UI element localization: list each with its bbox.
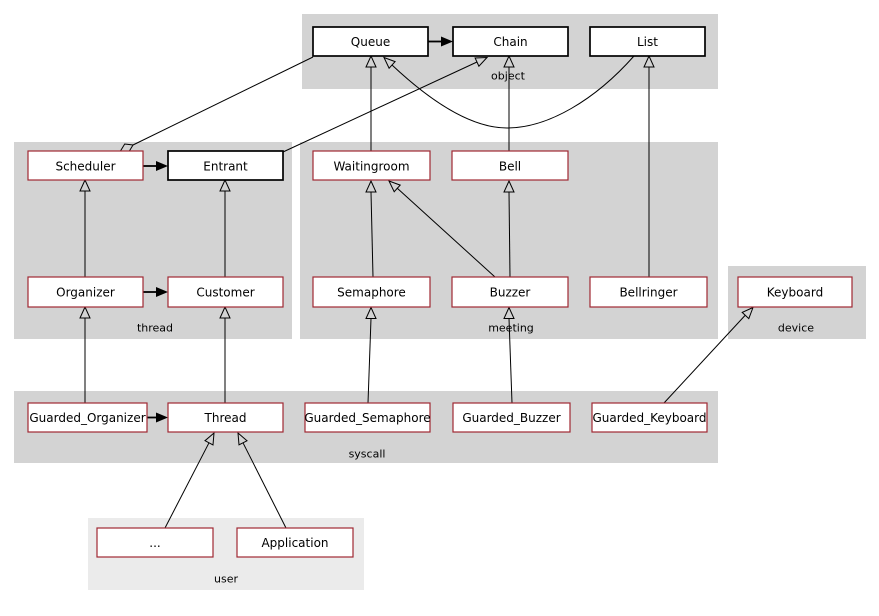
edge-semaphore-inherits-waitingroom [365,179,377,278]
edge-bell-inherits-chain [503,54,515,151]
edge-waitingroom-inherits-queue [365,54,377,151]
svg-text:Application: Application [261,536,328,550]
class-box-queue: Queue [312,26,429,57]
edge-guarded-buzzer-inherits-buzzer [503,306,515,404]
edge-buzzer-inherits-bell [503,179,515,278]
edge-customer-inherits-entrant [219,178,231,277]
class-box-buzzer: Buzzer [451,276,569,308]
class-box-bell: Bell [451,150,569,181]
edge-scheduler-aggregates-queue [119,56,314,153]
class-box-guarded-keyboard: Guarded_Keyboard [591,402,708,433]
class-box-list: List [589,26,706,57]
edge-ellipsis-inherits-thread [164,431,215,529]
edge-entrant-inherits-chain [282,56,489,153]
edge-organizer-inherits-scheduler [79,178,91,277]
class-box-keyboard: Keyboard [737,276,853,308]
class-box-application: Application [236,527,354,558]
class-box-thread: Thread [167,402,284,433]
edge-guarded-semaphore-inherits-semaphore [365,306,377,404]
svg-text:Scheduler: Scheduler [55,160,115,174]
class-box-ellipsis: ... [96,527,214,558]
group-label-object: object [491,70,526,83]
edge-buzzer-inherits-waitingroom [388,180,496,278]
class-box-guarded-organizer: Guarded_Organizer [27,402,148,433]
svg-text:Queue: Queue [351,35,390,49]
svg-text:Waitingroom: Waitingroom [333,160,409,174]
class-box-guarded-buzzer: Guarded_Buzzer [452,402,571,433]
edge-bellringer-inherits-list [643,54,655,277]
class-box-scheduler: Scheduler [27,150,144,181]
svg-text:Customer: Customer [196,286,254,300]
svg-text:Semaphore: Semaphore [337,286,406,300]
group-label-syscall: syscall [349,448,386,461]
svg-text:Keyboard: Keyboard [767,286,823,300]
class-box-entrant: Entrant [167,150,284,181]
edge-organizer-uses-customer [143,287,168,297]
group-label-device: device [778,322,814,335]
svg-text:Buzzer: Buzzer [490,286,531,300]
svg-text:Entrant: Entrant [203,160,248,174]
svg-text:Organizer: Organizer [56,286,115,300]
svg-text:Thread: Thread [204,411,247,425]
edge-thread-inherits-customer [219,305,231,403]
edge-guarded-organizer-uses-thread [147,412,168,423]
edge-guarded-organizer-inherits-organizer [79,305,91,403]
svg-text:...: ... [149,536,160,550]
class-box-chain: Chain [452,26,569,57]
svg-text:Guarded_Organizer: Guarded_Organizer [29,411,145,425]
group-label-thread: thread [137,322,173,335]
group-label-meeting: meeting [488,322,534,335]
class-box-bellringer: Bellringer [589,276,708,308]
class-box-semaphore: Semaphore [312,276,431,308]
svg-text:Guarded_Keyboard: Guarded_Keyboard [592,411,706,425]
class-box-organizer: Organizer [27,276,144,308]
class-box-guarded-semaphore: Guarded_Semaphore [304,402,431,433]
edge-list-inherits-queue [383,55,635,129]
svg-text:List: List [637,35,658,49]
edge-guarded-keyboard-inherits-keyboard [663,306,754,404]
svg-text:Chain: Chain [493,35,527,49]
svg-text:Bellringer: Bellringer [619,286,677,300]
svg-text:Guarded_Semaphore: Guarded_Semaphore [304,411,430,425]
svg-text:Guarded_Buzzer: Guarded_Buzzer [462,411,560,425]
edge-application-inherits-thread [237,431,287,529]
group-label-user: user [214,573,238,586]
class-box-waitingroom: Waitingroom [312,150,431,181]
edge-scheduler-uses-entrant [143,161,168,171]
svg-text:Bell: Bell [499,160,521,174]
edge-queue-uses-chain [428,36,453,47]
class-box-customer: Customer [167,276,284,308]
